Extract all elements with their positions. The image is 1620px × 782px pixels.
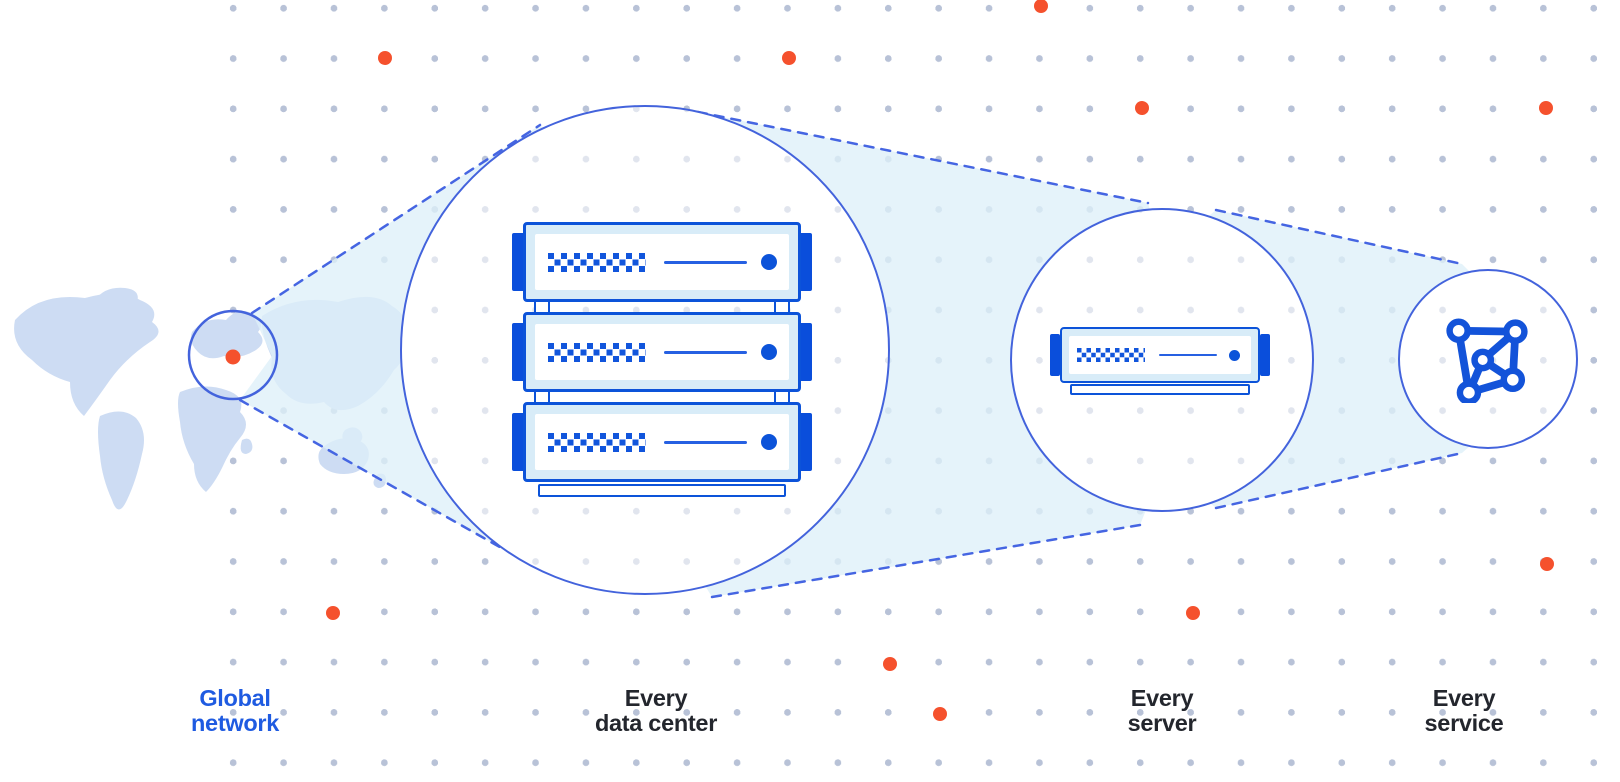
led-matrix [548,432,646,452]
server-power-dot [761,344,777,360]
server-unit [1050,327,1270,383]
server-side-tab [512,233,525,291]
accent-dot [1135,101,1149,115]
rack-base-tray [538,484,786,497]
caption-line: data center [594,710,718,736]
server-unit [512,222,812,302]
caption-line: service [1424,710,1504,736]
caption-line: network [191,710,279,736]
beam-dashed-edge [238,398,507,552]
server-power-dot [761,434,777,450]
continent-europe [190,311,263,359]
server-slot-line [1159,353,1217,357]
accent-dot [1540,557,1554,571]
caption-every-data-center: Every data center [526,686,786,736]
continent-south-america [98,411,144,510]
caption-line: Every [1432,685,1496,711]
server-power-dot [1229,349,1240,361]
caption-global-network: Global network [105,686,365,736]
server-rack-icon [512,222,812,497]
caption-line: server [1127,710,1197,736]
rack-connector [512,298,812,316]
accent-dot [1034,0,1048,13]
accent-dot [883,657,897,671]
caption-every-server: Every server [1032,686,1292,736]
server-slot-line [664,260,747,264]
beam-dashed-edge [1214,208,1464,266]
beam-dashed-edges [238,110,1464,599]
led-matrix [548,342,646,362]
caption-line: Global [199,685,271,711]
accent-dot [378,51,392,65]
server-side-tab [799,413,812,471]
server-unit [512,402,812,482]
server-unit [512,312,812,392]
caption-every-service: Every service [1334,686,1594,736]
island-madagascar [240,438,253,454]
server-side-tab [1050,334,1060,376]
server-side-tab [512,413,525,471]
caption-line: Every [624,685,688,711]
accent-dot [326,606,340,620]
led-matrix [1077,348,1145,362]
accent-dot [782,51,796,65]
server-slot-line [664,350,747,354]
server-side-tab [799,233,812,291]
map-location-marker [225,349,241,365]
accent-dot [933,707,947,721]
continent-africa [178,386,246,492]
server-slot-line [664,440,747,444]
server-unit-icon [1050,327,1270,395]
network-graph-icon [1446,318,1528,403]
caption-line: Every [1130,685,1194,711]
server-side-tab [1260,334,1270,376]
beam-dashed-edge [710,523,1142,599]
beam-dashed-edge [250,123,542,315]
accent-dot [1539,101,1553,115]
led-matrix [548,252,646,272]
accent-dot [1186,606,1200,620]
server-base-tray [1070,384,1250,395]
continent-north-america [14,293,159,416]
server-side-tab [799,323,812,381]
rack-connector [512,388,812,406]
beam-dashed-edge [696,110,1150,205]
server-power-dot [761,254,777,270]
server-side-tab [512,323,525,381]
map-focus-circle [187,309,279,401]
beam-dashed-edge [1214,451,1464,510]
